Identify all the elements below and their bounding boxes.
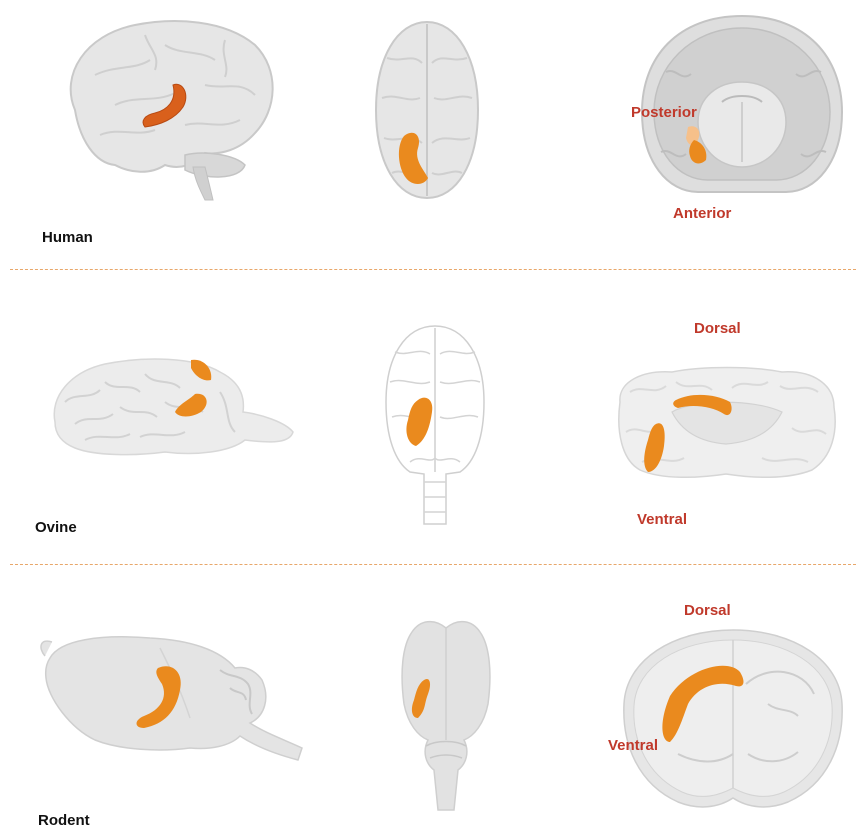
rodent-ventral-label: Ventral [608, 737, 658, 754]
ovine-lateral-brain [45, 352, 295, 462]
rodent-dorsal-label: Dorsal [684, 602, 731, 619]
rodent-species-label: Rodent [38, 812, 90, 829]
row-divider-2 [10, 564, 856, 565]
rodent-coronal-section [618, 624, 848, 814]
rodent-dorsal-brain [398, 614, 494, 810]
human-dorsal-brain [372, 18, 482, 203]
ovine-ventral-label: Ventral [637, 511, 687, 528]
human-anterior-label: Anterior [673, 205, 731, 222]
human-lateral-brain [55, 15, 285, 205]
human-posterior-label: Posterior [631, 104, 697, 121]
row-divider-1 [10, 269, 856, 270]
ovine-dorsal-label: Dorsal [694, 320, 741, 337]
human-species-label: Human [42, 229, 93, 246]
ovine-dorsal-brain [380, 322, 490, 527]
rodent-lateral-brain [40, 628, 310, 768]
ovine-coronal-section [612, 362, 840, 482]
ovine-species-label: Ovine [35, 519, 77, 536]
